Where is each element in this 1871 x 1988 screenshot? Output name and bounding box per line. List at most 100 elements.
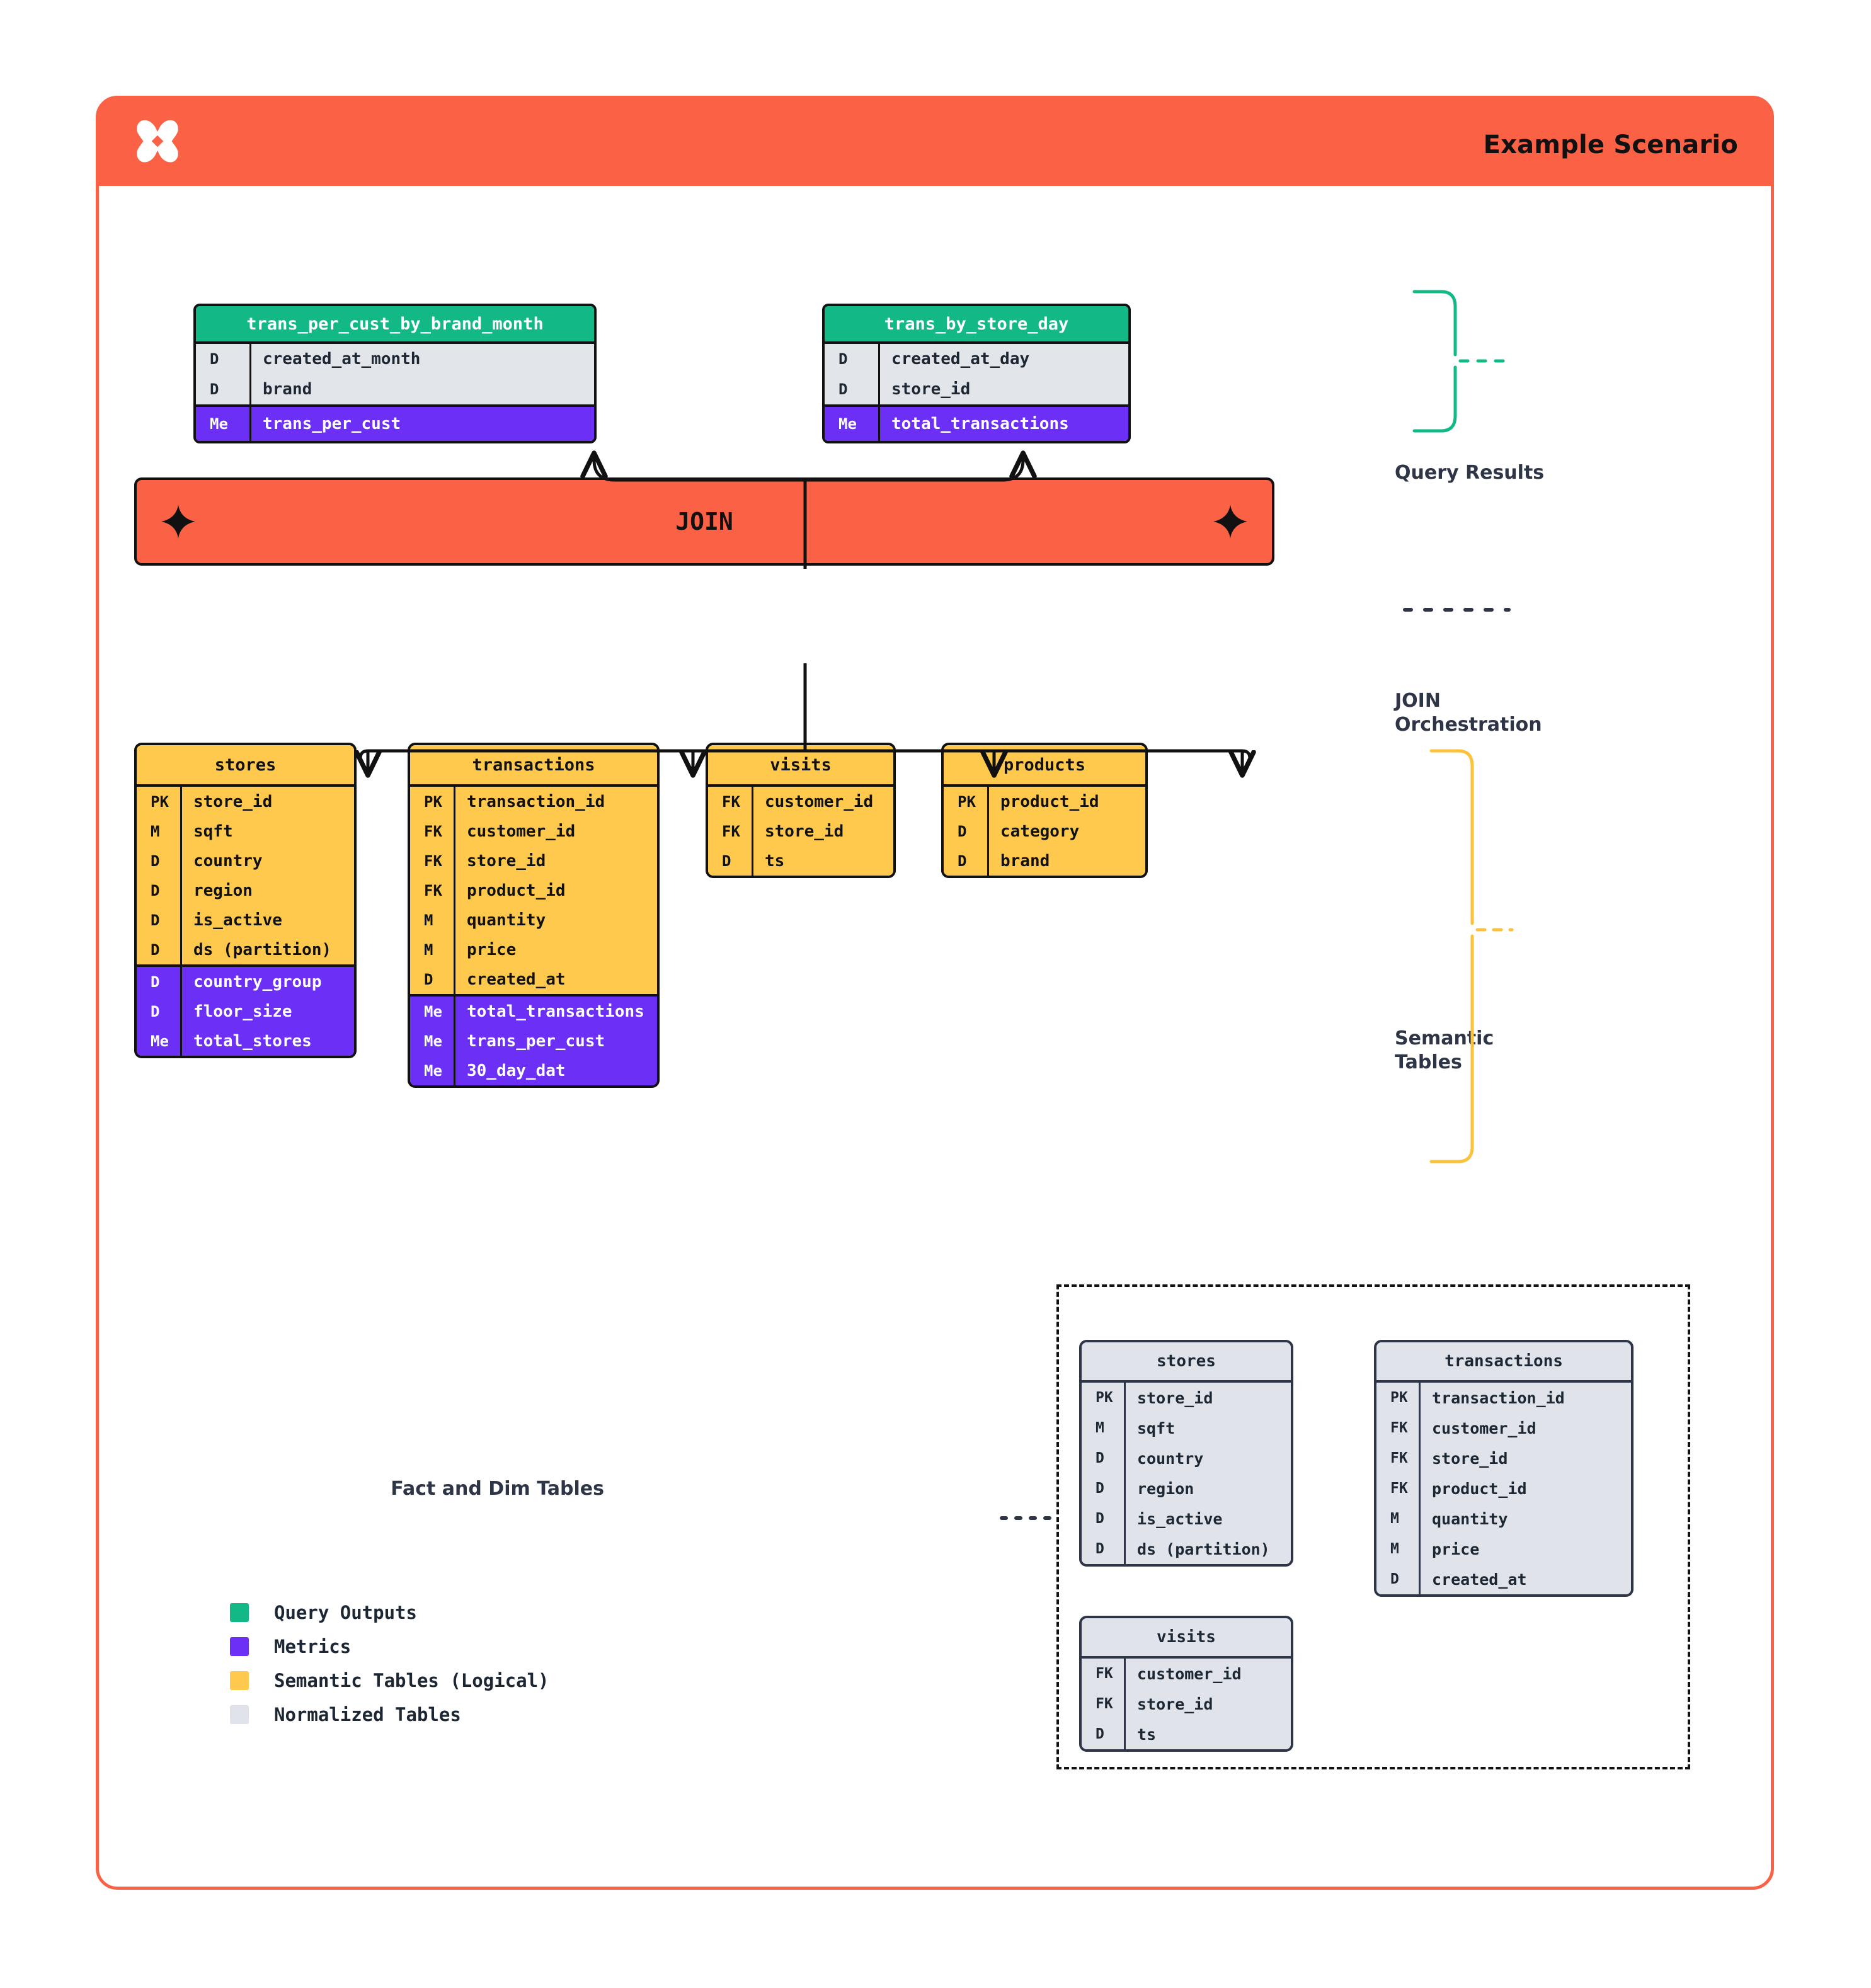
sparkle-icon — [161, 505, 195, 539]
row-key: M — [1082, 1413, 1126, 1443]
row-key: FK — [1376, 1413, 1421, 1443]
legend-label: Query Outputs — [274, 1602, 417, 1623]
row-field: store_id — [1432, 1449, 1508, 1468]
row-key: D — [1082, 1504, 1126, 1534]
row-field: region — [193, 881, 253, 900]
row-key: D — [1082, 1534, 1126, 1564]
legend-label: Metrics — [274, 1636, 352, 1657]
row-field: store_id — [193, 792, 273, 811]
table-row: D created_at_month — [196, 344, 594, 374]
page-title: Example Scenario — [1483, 130, 1738, 159]
legend-swatch-query-outputs — [230, 1603, 249, 1622]
row-field: created_at — [1432, 1570, 1527, 1589]
row-key: M — [1376, 1504, 1421, 1534]
row-field: total_transactions — [891, 414, 1069, 433]
dimension-rows: D created_at_day D store_id — [825, 341, 1128, 404]
row-key: PK — [1376, 1383, 1421, 1413]
row-key: D — [944, 846, 989, 876]
row-field: country_group — [193, 972, 322, 991]
row-field: product_id — [1432, 1479, 1527, 1498]
row-field: transaction_id — [467, 792, 605, 811]
annotation-text-line2: Tables — [1395, 1051, 1462, 1073]
annotation-join-orchestration: JOIN Orchestration — [1395, 689, 1542, 737]
row-key: D — [137, 967, 182, 997]
annotation-text-line1: Semantic — [1395, 1027, 1494, 1049]
row-key: FK — [1082, 1659, 1126, 1689]
query-result-table-1[interactable]: trans_by_store_day D created_at_day D st… — [822, 304, 1131, 443]
row-key: Me — [410, 1056, 455, 1085]
row-key: D — [137, 846, 182, 876]
row-field: transaction_id — [1432, 1388, 1565, 1407]
table-header: visits — [1082, 1618, 1291, 1656]
row-key: Me — [410, 997, 455, 1026]
row-field: ds (partition) — [193, 940, 332, 959]
row-key: D — [944, 816, 989, 846]
example-scenario-card: Example Scenario trans_per_cust_by_brand… — [96, 96, 1774, 1890]
row-field: floor_size — [193, 1002, 292, 1021]
row-key: D — [137, 935, 182, 964]
row-field: store_id — [1137, 1388, 1213, 1407]
row-key: D — [825, 344, 880, 374]
table-header: products — [944, 745, 1145, 784]
join-label: JOIN — [675, 508, 733, 535]
row-field: store_id — [765, 821, 844, 841]
row-field: is_active — [1137, 1509, 1223, 1528]
legend-label: Normalized Tables — [274, 1704, 461, 1725]
row-key: D — [410, 964, 455, 994]
row-key: M — [410, 905, 455, 935]
metric-row: Me trans_per_cust — [196, 404, 594, 441]
row-field: total_stores — [193, 1031, 312, 1051]
row-key: FK — [708, 787, 753, 816]
metric-row: Me total_transactions — [825, 404, 1128, 441]
row-field: customer_id — [467, 821, 576, 841]
row-field: country — [193, 851, 263, 871]
table-row: D created_at_day — [825, 344, 1128, 374]
table-header: transactions — [410, 745, 657, 784]
legend-item: Metrics — [230, 1630, 549, 1664]
annotation-text: Query Results — [1395, 462, 1545, 484]
row-key: PK — [944, 787, 989, 816]
row-field: trans_per_cust — [263, 414, 401, 433]
row-field: quantity — [467, 910, 546, 930]
row-field: product_id — [1000, 792, 1099, 811]
row-key: FK — [1082, 1689, 1126, 1719]
legend-swatch-semantic-tables — [230, 1671, 249, 1690]
row-field: created_at_day — [891, 350, 1030, 368]
join-orchestration-bar[interactable]: JOIN — [134, 477, 1274, 566]
legend-item: Query Outputs — [230, 1596, 549, 1630]
dimension-rows: D created_at_month D brand — [196, 341, 594, 404]
legend-swatch-normalized-tables — [230, 1705, 249, 1724]
row-field: sqft — [1137, 1419, 1176, 1437]
query-result-table-0[interactable]: trans_per_cust_by_brand_month D created_… — [193, 304, 597, 443]
